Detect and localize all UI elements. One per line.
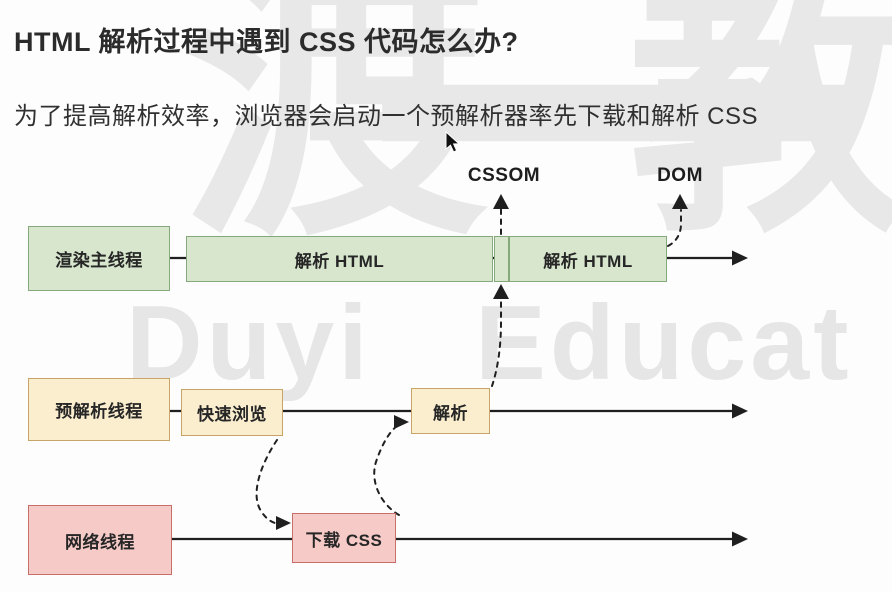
box-parse-css: 解析 — [411, 388, 490, 434]
box-parse-html-1: 解析 HTML — [186, 236, 493, 282]
lane-label-render-main-thread: 渲染主线程 — [28, 226, 170, 291]
lane-label-network-thread: 网络线程 — [28, 505, 172, 575]
watermark-latin: Duyi Educat — [126, 284, 853, 402]
box-parse-html-2: 解析 HTML — [509, 236, 667, 282]
lane-label-preparse-thread: 预解析线程 — [28, 378, 170, 441]
box-download-css: 下载 CSS — [292, 513, 396, 563]
cssom-label: CSSOM — [467, 165, 541, 186]
box-css-pause-segment — [494, 236, 509, 282]
watermark-cn-char-du: 渡 — [183, 0, 488, 271]
page-title: HTML 解析过程中遇到 CSS 代码怎么办? — [14, 27, 519, 57]
watermark-cn-char-yi: 一 — [368, 0, 868, 414]
flow-quickscan-to-downloadcss — [255, 439, 280, 525]
page-subtitle: 为了提高解析效率，浏览器会启动一个预解析器率先下载和解析 CSS — [14, 103, 759, 130]
mouse-cursor-icon — [445, 131, 461, 153]
flow-downloadcss-to-parse — [373, 425, 400, 516]
dom-label: DOM — [657, 165, 703, 186]
box-quick-scan: 快速浏览 — [181, 389, 283, 436]
